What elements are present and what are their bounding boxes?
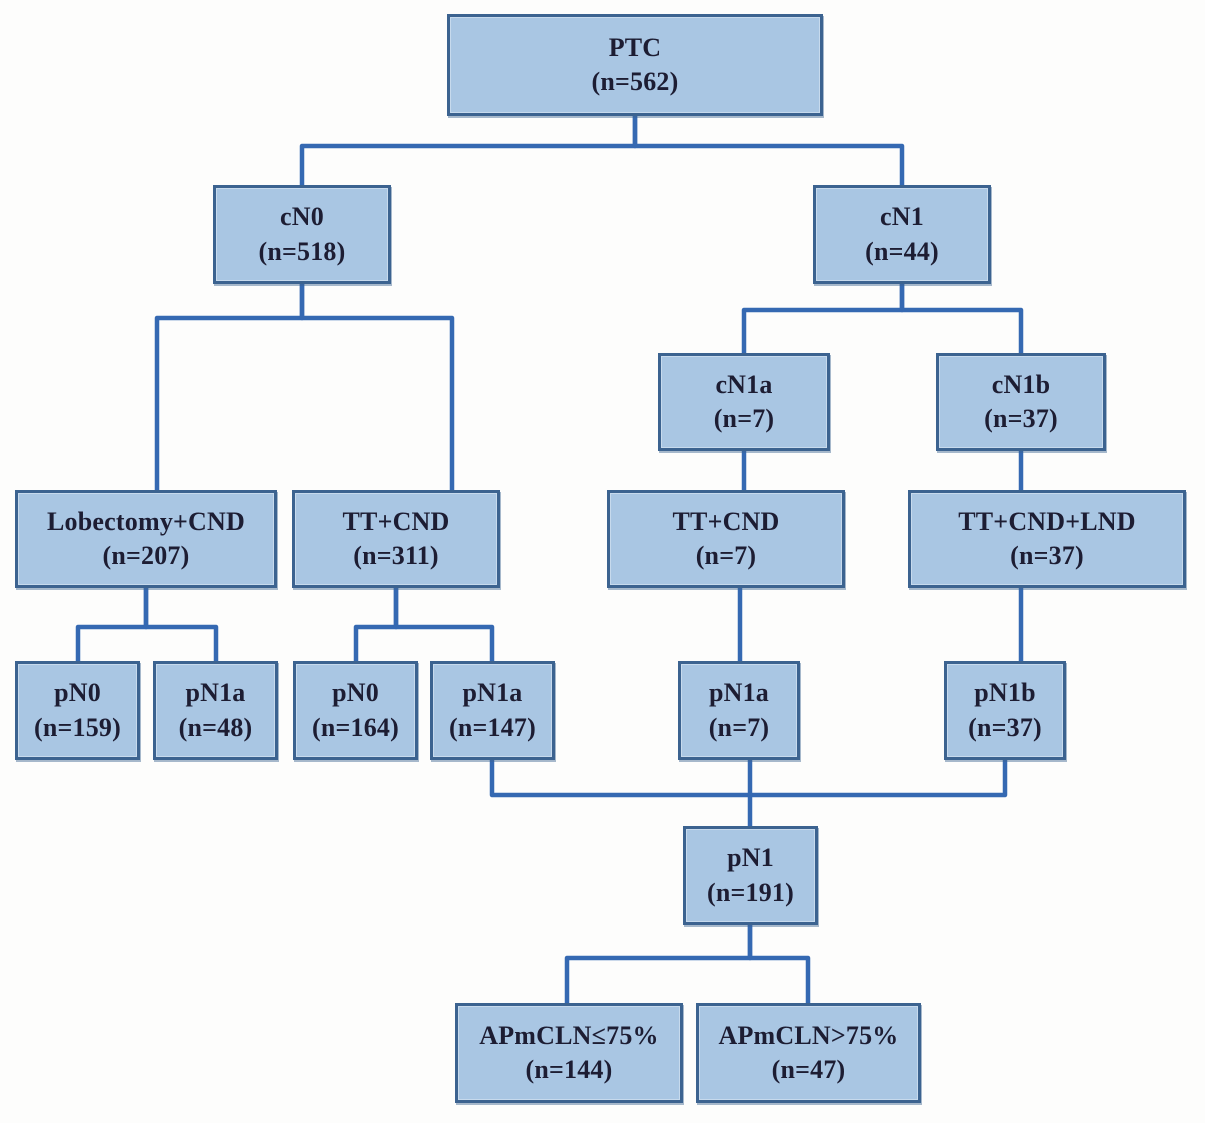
node-pn1a-147: pN1a (n=147) (430, 661, 555, 760)
edge-lob-cnd-to-pn0-159 (75, 588, 149, 661)
node-pn1b-37: pN1b (n=37) (944, 661, 1066, 760)
node-cn1b-label: cN1b (991, 369, 1051, 399)
node-pn1a-48: pN1a (n=48) (153, 661, 278, 760)
node-cn0-label: cN0 (280, 202, 324, 232)
node-apmcln-gt75-label: APmCLN>75% (718, 1020, 899, 1050)
node-tt-cnd-311: TT+CND (n=311) (292, 490, 500, 588)
edge-pn1-to-apmcln-gt75 (747, 925, 811, 1003)
node-pn1a-48-count: (n=48) (178, 712, 253, 742)
node-cn1b-count: (n=37) (984, 404, 1058, 433)
node-pn1a-48-label: pN1a (185, 678, 246, 708)
edge-cn0-to-tt-cnd-311 (299, 284, 455, 490)
node-apmcln-le75: APmCLN≤75% (n=144) (455, 1003, 683, 1103)
node-pn1a-7: pN1a (n=7) (678, 661, 800, 760)
edge-pn1b-37-to-pn1 (750, 760, 1008, 798)
node-cn1a: cN1a (n=7) (658, 353, 830, 451)
node-tt-cnd-7: TT+CND (n=7) (607, 490, 845, 588)
node-pn0-164-count: (n=164) (312, 712, 399, 742)
node-ptc-label: PTC (608, 32, 662, 62)
node-pn0-164: pN0 (n=164) (293, 661, 418, 760)
node-lob-cnd-count: (n=207) (102, 541, 190, 570)
edge-tt-cnd-311-to-pn0-164 (353, 588, 399, 661)
node-pn1a-147-label: pN1a (462, 678, 523, 708)
node-lob-cnd: Lobectomy+CND (n=207) (15, 490, 277, 588)
node-cn1: cN1 (n=44) (813, 185, 991, 284)
edge-pn1-to-apmcln-le75 (564, 925, 753, 1003)
edge-ptc-to-cn0 (299, 116, 638, 185)
edge-cn1-to-cn1b (899, 284, 1024, 353)
edge-ptc-to-cn1 (632, 116, 905, 185)
node-pn0-164-label: pN0 (332, 678, 379, 708)
node-pn1-count: (n=191) (707, 877, 794, 907)
node-apmcln-gt75: APmCLN>75% (n=47) (696, 1003, 921, 1103)
node-pn1: pN1 (n=191) (683, 826, 818, 925)
node-ptc-count: (n=562) (591, 67, 679, 96)
edge-lob-cnd-to-pn1a-48 (143, 588, 219, 661)
edge-tt-cnd-311-to-pn1a-147 (393, 588, 495, 661)
node-tt-cnd-7-count: (n=7) (695, 541, 757, 570)
node-cn1-label: cN1 (880, 202, 924, 232)
node-cn0-count: (n=518) (258, 236, 346, 266)
node-tt-cnd-311-count: (n=311) (353, 541, 439, 570)
node-tt-cnd-lnd: TT+CND+LND (n=37) (908, 490, 1186, 588)
edge-pn1a-147-to-pn1 (489, 760, 750, 798)
node-cn1a-count: (n=7) (713, 404, 775, 433)
node-tt-cnd-lnd-count: (n=37) (1010, 541, 1084, 570)
edge-cn0-to-lob-cnd (154, 284, 305, 490)
node-apmcln-gt75-count: (n=47) (771, 1055, 846, 1084)
node-lob-cnd-label: Lobectomy+CND (47, 506, 245, 536)
node-apmcln-le75-label: APmCLN≤75% (479, 1020, 659, 1050)
node-tt-cnd-7-label: TT+CND (672, 506, 780, 536)
node-tt-cnd-lnd-label: TT+CND+LND (958, 506, 1136, 536)
node-pn0-159-label: pN0 (54, 678, 101, 708)
node-pn0-159-count: (n=159) (34, 712, 121, 742)
node-cn0: cN0 (n=518) (213, 185, 391, 284)
node-apmcln-le75-count: (n=144) (525, 1055, 613, 1084)
node-ptc: PTC (n=562) (447, 14, 823, 116)
node-pn1a-7-count: (n=7) (708, 712, 770, 742)
node-cn1a-label: cN1a (715, 369, 773, 399)
node-pn1b-37-label: pN1b (974, 678, 1036, 708)
node-pn1a-7-label: pN1a (708, 678, 770, 708)
node-cn1b: cN1b (n=37) (936, 353, 1106, 451)
node-pn1-label: pN1 (727, 843, 774, 873)
node-pn1b-37-count: (n=37) (968, 712, 1042, 742)
node-pn0-159: pN0 (n=159) (15, 661, 140, 760)
node-tt-cnd-311-label: TT+CND (342, 506, 450, 536)
node-pn1a-147-count: (n=147) (449, 712, 536, 742)
node-cn1-count: (n=44) (865, 236, 939, 266)
edge-cn1-to-cn1a (741, 284, 905, 353)
